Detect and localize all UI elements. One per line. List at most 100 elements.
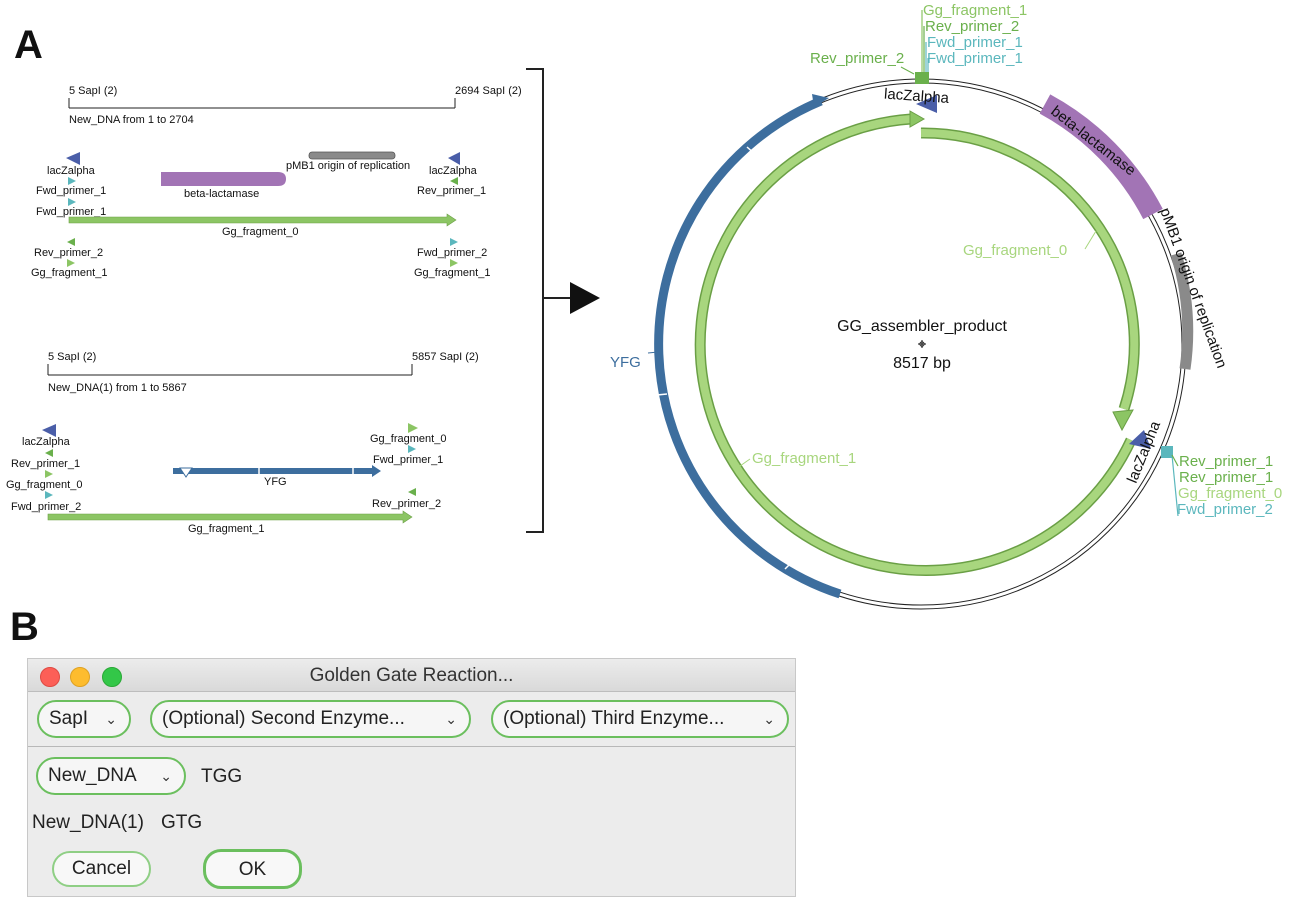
bracket: [526, 68, 544, 533]
yfg-arrow-icon: [812, 94, 829, 107]
linear-map-1: 5 SapI (2) 2694 SapI (2) New_DNA from 1 …: [31, 85, 522, 279]
chevron-down-icon: ⌄: [105, 711, 117, 727]
frag1-left-label: Gg_fragment_1: [31, 267, 107, 279]
dna2-name: New_DNA(1): [32, 812, 144, 833]
beta-lactamase-label: beta-lactamase: [184, 188, 259, 200]
left-rev2-label: Rev_primer_2: [810, 50, 904, 67]
lacz-label: lacZalpha: [22, 436, 71, 448]
primer-site-bottom: [1161, 446, 1173, 458]
fwd-primer-icon: [68, 198, 76, 206]
arrow-head-icon: [570, 282, 600, 314]
dna-select-value: New_DNA: [48, 765, 137, 786]
dna2-overhang: GTG: [161, 812, 203, 833]
lacz-right-icon: [448, 152, 460, 165]
gg-fragment-0-arrow-icon: [1112, 409, 1134, 432]
yfg-segment-break: [746, 146, 757, 156]
ok-button[interactable]: OK: [203, 849, 302, 889]
leader-line: [739, 458, 751, 467]
br-rev1-label-a: Rev_primer_1: [1179, 453, 1273, 470]
beta-lactamase-arc: [1039, 94, 1163, 220]
leader-line: [1171, 454, 1179, 517]
fwd1-label-a: Fwd_primer_1: [36, 185, 106, 197]
lacz-right-label: lacZalpha: [429, 165, 478, 177]
panel-label-b: B: [10, 605, 39, 649]
fragment-end-icon: [67, 259, 75, 267]
fwd2-label: Fwd_primer_2: [11, 501, 81, 513]
fragment-end-icon: [45, 470, 53, 478]
gg-fragment-0-arc-outline: [920, 127, 1140, 411]
pmb1-feature: [308, 151, 396, 160]
yfg-label: YFG: [610, 354, 641, 371]
dialog-titlebar: Golden Gate Reaction...: [28, 659, 795, 692]
br-rev1-label-b: Rev_primer_1: [1179, 469, 1273, 486]
rev-primer-icon: [408, 488, 416, 496]
zoom-button[interactable]: [102, 667, 122, 687]
gg-fragment-0-arc: [920, 128, 1139, 411]
rev-primer-icon: [45, 449, 53, 457]
pmb1-label: pMB1 origin of replication: [286, 160, 410, 172]
fwd1-label-b: Fwd_primer_1: [36, 206, 106, 218]
fwd-primer-icon: [408, 445, 416, 453]
lacz-top-icon: [916, 95, 937, 113]
frag1-label: Gg_fragment_1: [188, 523, 264, 535]
minimize-button[interactable]: [70, 667, 90, 687]
top-rev2-label: Rev_primer_2: [925, 18, 1019, 35]
top-fwd1-label-a: Fwd_primer_1: [927, 34, 1023, 51]
top-fwd1-label-b: Fwd_primer_1: [927, 50, 1023, 67]
top-frag1-label: Gg_fragment_1: [923, 2, 1027, 19]
rev2-label: Rev_primer_2: [372, 498, 441, 510]
ruler-left-label: 5 SapI (2): [48, 351, 96, 363]
enzyme1-value: SapI: [49, 708, 89, 729]
rev1-label: Rev_primer_1: [11, 458, 80, 470]
yfg-feature: [173, 465, 381, 477]
frag1-right-label: Gg_fragment_1: [414, 267, 490, 279]
frag0-label: Gg_fragment_0: [963, 242, 1067, 259]
chevron-down-icon: ⌄: [160, 768, 172, 784]
enzyme3-select[interactable]: (Optional) Third Enzyme... ⌄: [491, 700, 789, 738]
enzyme1-select[interactable]: SapI ⌄: [37, 700, 131, 738]
gg-fragment-1-arc: [696, 115, 1135, 575]
lacz-left-icon: [66, 152, 80, 165]
ruler-caption: New_DNA from 1 to 2704: [69, 114, 194, 126]
yfg-label: YFG: [264, 476, 287, 488]
beta-lactamase-label: beta-lactamase: [1048, 103, 1139, 180]
cancel-button[interactable]: Cancel: [52, 851, 151, 887]
yfg-arc: [654, 96, 842, 599]
fwd1-label: Fwd_primer_1: [373, 454, 443, 466]
fragment-end-icon: [450, 259, 458, 267]
br-fwd2-label: Fwd_primer_2: [1177, 501, 1273, 518]
lacz-icon: [42, 424, 56, 437]
leader-line: [900, 66, 915, 75]
pmb1-arc: [1170, 252, 1194, 370]
golden-gate-dialog: Golden Gate Reaction... SapI ⌄ (Optional…: [27, 658, 796, 897]
circular-map: Gg_fragment_1 Rev_primer_2 Fwd_primer_1 …: [610, 2, 1282, 610]
rev-primer-icon: [67, 238, 75, 246]
rev1-label: Rev_primer_1: [417, 185, 486, 197]
close-button[interactable]: [40, 667, 60, 687]
figure-panel-a: A B 5 SapI (2) 2694 SapI (2) New_DNA fro…: [6, 2, 1282, 649]
dna-overhang: TGG: [201, 766, 243, 787]
enzyme3-value: (Optional) Third Enzyme...: [503, 708, 725, 729]
fragment-end-icon: [408, 423, 418, 433]
linear-map-2: 5 SapI (2) 5857 SapI (2) New_DNA(1) from…: [6, 351, 479, 535]
frag0-right-label: Gg_fragment_0: [370, 433, 446, 445]
fwd-primer-icon: [450, 238, 458, 246]
yfg-notch: [179, 467, 193, 478]
frag0-label: Gg_fragment_0: [222, 226, 298, 238]
gg-fragment-1-feature: [47, 510, 413, 524]
dna-select[interactable]: New_DNA ⌄: [36, 757, 186, 795]
ruler-right-label: 2694 SapI (2): [455, 85, 522, 97]
ruler-caption: New_DNA(1) from 1 to 5867: [48, 382, 187, 394]
yfg-segment-break: [656, 393, 668, 396]
rev2-label: Rev_primer_2: [34, 247, 103, 259]
lacz-top-label: lacZalpha: [883, 86, 950, 108]
dialog-title: Golden Gate Reaction...: [309, 665, 514, 686]
enzyme2-select[interactable]: (Optional) Second Enzyme... ⌄: [150, 700, 471, 738]
gg-fragment-0-feature: [68, 213, 457, 227]
pmb1-label: pMB1 origin of replication: [1156, 206, 1230, 371]
plasmid-size: 8517 bp: [893, 355, 951, 372]
center-crosshair-icon: [918, 340, 926, 348]
ruler-right-label: 5857 SapI (2): [412, 351, 479, 363]
chevron-down-icon: ⌄: [445, 711, 457, 727]
lacz-bottom-icon: [1129, 430, 1151, 449]
